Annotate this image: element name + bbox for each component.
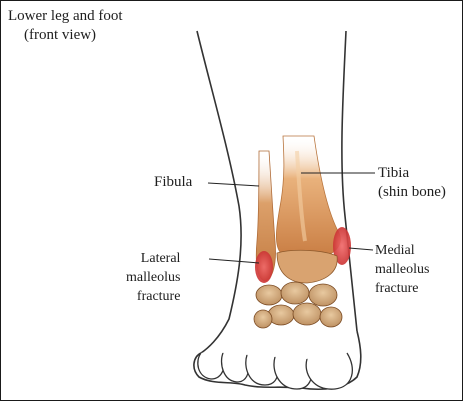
leg-outline-right xyxy=(342,31,357,331)
tibia-label-line-1: Tibia xyxy=(378,164,446,183)
medial-label-line-2: malleolus xyxy=(375,260,429,279)
fibula-leader xyxy=(208,183,259,186)
lateral-label-line-2: malleolus xyxy=(126,268,180,287)
leg-outline-left xyxy=(197,31,241,353)
medial-malleolus-label: Medial malleolus fracture xyxy=(375,241,429,298)
lateral-leader xyxy=(209,259,259,263)
lateral-label-line-3: fracture xyxy=(126,287,180,306)
diagram-title: Lower leg and foot (front view) xyxy=(8,7,123,45)
fibula-label-text: Fibula xyxy=(154,173,192,192)
medial-leader xyxy=(349,248,373,250)
medial-label-line-1: Medial xyxy=(375,241,429,260)
tibia-bone xyxy=(276,136,340,257)
medial-label-line-3: fracture xyxy=(375,279,429,298)
tarsal-bones xyxy=(254,282,342,328)
tibia-label: Tibia (shin bone) xyxy=(378,164,446,202)
fibula-label: Fibula xyxy=(154,173,192,192)
title-line-1: Lower leg and foot xyxy=(8,7,123,26)
lateral-fracture-highlight xyxy=(255,251,273,283)
lateral-malleolus-label: Lateral malleolus fracture xyxy=(126,249,180,306)
lateral-label-line-1: Lateral xyxy=(126,249,180,268)
tibia-label-line-2: (shin bone) xyxy=(378,183,446,202)
talus-bone xyxy=(277,250,337,283)
title-line-2: (front view) xyxy=(8,26,123,45)
